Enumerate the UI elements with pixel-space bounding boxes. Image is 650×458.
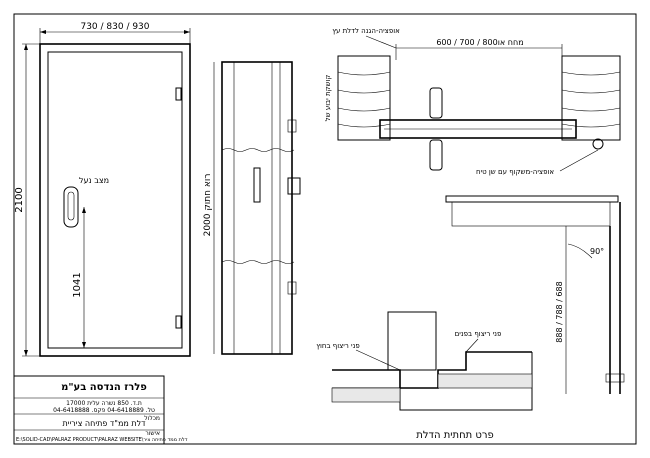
address-line: ת.ד. 850 נשרה עלית 17000 xyxy=(66,400,142,407)
gasket-label: אופציה-הגנה לדלת עץ xyxy=(332,27,400,35)
side-view: 2000 רוא חתוק xyxy=(203,61,301,355)
phone-line: טל. 04-6418889 פקס. 04-6418888 xyxy=(53,407,155,414)
wall-left xyxy=(337,55,391,141)
bottom-caption: פרט תחתית הדלת xyxy=(416,430,493,441)
opening-dim: 600 / 700 / 800מחח או xyxy=(436,38,523,47)
door-leaf xyxy=(47,51,183,349)
option-label: אופציה-משקוף עם שן טיח xyxy=(476,168,554,176)
side-frame xyxy=(221,61,293,355)
product-name: דלת ממ"ד פתיחה ציריית xyxy=(62,419,146,428)
front-view: 730 / 830 / 930 2100 1041 מצב נעל xyxy=(14,22,191,357)
angle-label: 90° xyxy=(590,247,604,256)
lock-slot-inner xyxy=(67,191,75,221)
side-handle xyxy=(253,167,261,203)
wall-right xyxy=(561,55,621,141)
outer-floor-label: פני ריצוף בחוץ xyxy=(316,342,360,350)
hinge-bottom xyxy=(175,315,182,329)
inner-floor-label: פני ריצוף בפנים xyxy=(455,330,502,338)
top-section: 600 / 700 / 800מחח או אופציה-הגנה לדלת ע… xyxy=(324,27,621,176)
side-height-dim: 2000 רוא חתוק xyxy=(203,174,213,237)
company-name: פלרז הנדסה בע"מ xyxy=(61,382,147,393)
lock-slot xyxy=(63,186,79,228)
sheet-border xyxy=(13,13,637,445)
front-width-dim: 730 / 830 / 930 xyxy=(80,22,149,32)
file-path: E:\SOLID-CAD\PALRAZ PRODUCT\PALRAZ WEBSI… xyxy=(16,437,188,443)
approved-label: אישור xyxy=(145,430,160,437)
front-height-dim: 2100 xyxy=(14,187,25,212)
scale-label: מכלול xyxy=(144,415,160,422)
corner-height-dim: 888 / 788 / 688 xyxy=(555,281,564,342)
top-door-leaf xyxy=(379,119,577,139)
title-block: פלרז הנדסה בע"מ ת.ד. 850 נשרה עלית 17000… xyxy=(13,375,188,445)
wall-label: קושקת יבוע של xyxy=(324,75,332,122)
lock-label: מצב נעל xyxy=(79,176,109,185)
handle-height-dim: 1041 xyxy=(72,272,83,297)
hinge-top xyxy=(175,87,182,101)
corner-detail: 90° 888 / 788 / 688 xyxy=(445,195,625,394)
bottom-section: פני ריצוף בפנים פני ריצוף בחוץ פרט תחתית… xyxy=(316,311,533,441)
door-frame-outer xyxy=(39,43,191,357)
